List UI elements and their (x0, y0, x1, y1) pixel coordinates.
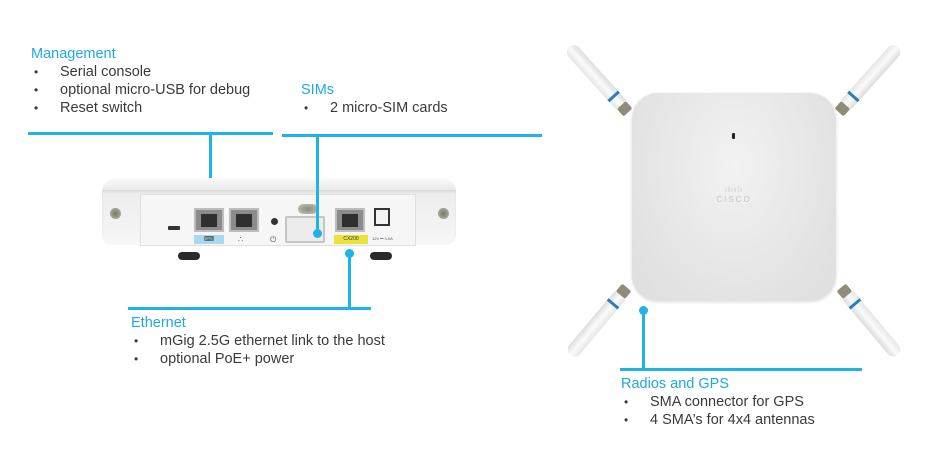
list-item: optional micro-USB for debug (31, 81, 250, 99)
sims-list: 2 micro-SIM cards (301, 99, 448, 117)
network-label-icon: ∴ (238, 235, 244, 244)
list-item: Serial console (31, 63, 250, 81)
antenna-bottom-right (836, 283, 904, 360)
console-label: ⌨ (194, 235, 224, 244)
antenna-top-left (563, 42, 633, 117)
list-item: 2 micro-SIM cards (301, 99, 448, 117)
left-sma-connector-icon (110, 208, 121, 219)
ethernet-leader-dot (345, 249, 354, 258)
ethernet-callout: Ethernet mGig 2.5G ethernet link to the … (131, 315, 385, 368)
management-leader-vertical (209, 133, 212, 183)
cisco-logo-bars-icon: ılıılı (724, 185, 744, 194)
access-point-top-view: ılıılı cisco (632, 93, 836, 301)
sims-title: SIMs (301, 82, 335, 98)
list-item: Reset switch (31, 99, 250, 117)
ethernet-leader-horizontal (128, 307, 371, 310)
management-title: Management (31, 46, 116, 62)
management-list: Serial console optional micro-USB for de… (31, 63, 250, 117)
radios-title: Radios and GPS (621, 376, 730, 392)
list-item: SMA connector for GPS (621, 393, 815, 411)
list-item: 4 SMA’s for 4x4 antennas (621, 411, 815, 429)
sims-leader-horizontal (282, 134, 542, 137)
dc-power-connector-icon (374, 208, 390, 226)
status-led-icon (732, 133, 735, 139)
sims-leader-vertical (316, 135, 319, 232)
cisco-logo-text: cisco (716, 195, 752, 204)
device-port-bay (140, 194, 416, 246)
console-label-icon: ⌨ (203, 236, 215, 243)
management-callout: Management Serial console optional micro… (31, 46, 250, 117)
network-port-icon (229, 208, 259, 232)
device-rear-view: ⌨ ∴ ⏻ CX200 12V ⎓ 3.0A (102, 178, 456, 260)
gps-sma-connector-icon (298, 204, 318, 214)
list-item: mGig 2.5G ethernet link to the host (131, 332, 385, 350)
sims-leader-dot (313, 229, 322, 238)
antenna-bottom-left (564, 283, 632, 360)
ethernet-port-icon (335, 208, 365, 232)
poe-label-text: CX200 (343, 236, 359, 242)
list-item: optional PoE+ power (131, 350, 385, 368)
ethernet-leader-vertical (348, 253, 351, 309)
right-sma-connector-icon (438, 208, 449, 219)
device-foot-right (370, 252, 392, 260)
sims-callout: SIMs 2 micro-SIM cards (301, 82, 448, 117)
ethernet-title: Ethernet (131, 315, 186, 331)
radios-callout: Radios and GPS SMA connector for GPS 4 S… (621, 376, 815, 429)
console-port-icon (194, 208, 224, 232)
antenna-top-right (834, 42, 904, 117)
radios-list: SMA connector for GPS 4 SMA’s for 4x4 an… (621, 393, 815, 429)
device-top-edge (102, 178, 456, 192)
power-label: 12V ⎓ 3.0A (372, 236, 393, 241)
device-foot-left (178, 252, 200, 260)
management-leader-horizontal (28, 132, 273, 135)
reset-label-icon: ⏻ (270, 235, 277, 244)
radios-leader-horizontal (620, 368, 862, 371)
poe-label: CX200 (334, 235, 368, 244)
radios-leader-dot (639, 306, 648, 315)
ethernet-list: mGig 2.5G ethernet link to the host opti… (131, 332, 385, 368)
radios-leader-vertical (642, 311, 645, 369)
reset-button[interactable] (271, 218, 278, 225)
micro-usb-port-icon (168, 226, 180, 230)
